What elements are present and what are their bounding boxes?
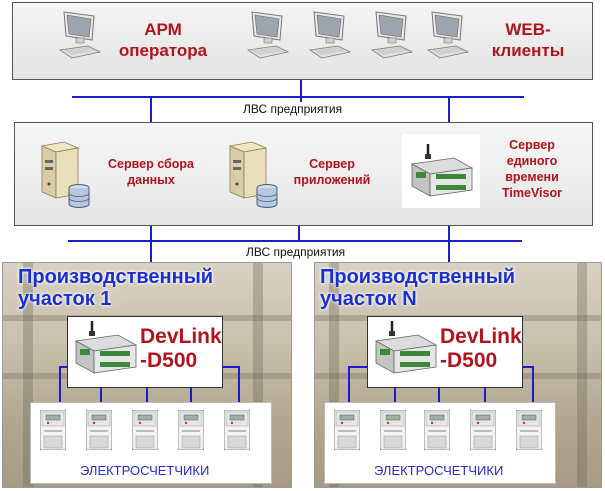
time-server-line3: времени — [505, 170, 559, 184]
controller-device-icon — [74, 321, 138, 375]
computer-icon — [247, 11, 289, 59]
gps-receiver-icon — [410, 144, 474, 198]
lan-connector — [150, 96, 152, 122]
devlink-1-line2: -D500 — [140, 349, 198, 372]
arm-label-line1: АРМ — [144, 20, 182, 39]
site-1-title-line1: Производственный — [18, 266, 214, 288]
data-server-line2: данных — [127, 173, 175, 187]
lan-label-1: ЛВС предприятия — [241, 102, 345, 116]
lan-bus-1 — [72, 96, 524, 98]
electricity-meter-icon — [470, 410, 496, 450]
meters-label-n: ЭЛЕКТРОСЧЕТЧИКИ — [374, 463, 504, 478]
electricity-meter-icon — [132, 410, 158, 450]
devlink-box-1: DevLink -D500 — [67, 316, 223, 388]
lan-connector — [298, 226, 300, 240]
servers-panel — [14, 122, 593, 226]
arm-operator-label: АРМ оператора — [108, 19, 218, 61]
wire — [484, 388, 486, 404]
site-n-title-line2: участок N — [320, 288, 417, 310]
timevisor-image — [402, 134, 480, 208]
lan-connector — [300, 80, 302, 96]
electricity-meter-icon — [424, 410, 450, 450]
site-1-title: Производственный участок 1 — [18, 266, 213, 310]
time-server-label: Сервер единого времени TimeVisor — [480, 137, 584, 201]
wire — [222, 366, 240, 368]
lan-label-2: ЛВС предприятия — [244, 245, 348, 259]
wire — [59, 366, 61, 404]
wire — [348, 366, 350, 404]
wire — [522, 366, 534, 368]
app-server-line1: Сервер — [309, 157, 355, 171]
wire — [146, 388, 148, 404]
devlink-1-label: DevLink -D500 — [140, 325, 222, 373]
electricity-meter-icon — [380, 410, 406, 450]
data-server-label: Сервер сбора данных — [96, 156, 206, 188]
arm-label-line2: оператора — [118, 41, 208, 60]
database-icon — [68, 184, 90, 208]
computer-icon — [371, 11, 413, 59]
meters-label-1: ЭЛЕКТРОСЧЕТЧИКИ — [80, 463, 210, 478]
electricity-meter-icon — [178, 410, 204, 450]
devlink-box-n: DevLink -D500 — [367, 316, 523, 388]
electricity-meter-icon — [224, 410, 250, 450]
wire — [394, 388, 396, 404]
lan-connector — [150, 226, 152, 240]
wire — [100, 388, 102, 404]
lan-connector — [300, 96, 302, 104]
site-n-title-line1: Производственный — [320, 266, 516, 288]
web-label-line2: клиенты — [491, 41, 565, 60]
electricity-meter-icon — [516, 410, 542, 450]
time-server-line2: единого — [506, 154, 558, 168]
app-server-label: Сервер приложений — [282, 156, 382, 188]
devlink-n-label: DevLink -D500 — [440, 325, 522, 373]
computer-icon — [59, 11, 101, 59]
data-server-line1: Сервер сбора — [108, 157, 194, 171]
wire — [190, 388, 192, 404]
site-n-title: Производственный участок N — [320, 266, 515, 310]
lan-connector — [448, 226, 450, 240]
computer-icon — [427, 11, 469, 59]
time-server-line1: Сервер — [509, 138, 555, 152]
lan-connector — [448, 96, 450, 122]
electricity-meter-icon — [40, 410, 66, 450]
workstations-panel — [12, 2, 593, 80]
wire — [348, 366, 368, 368]
wire — [532, 366, 534, 404]
devlink-1-line1: DevLink — [140, 325, 222, 348]
wire — [238, 366, 240, 404]
database-icon — [256, 184, 278, 208]
wire — [438, 388, 440, 404]
web-clients-label: WEB- клиенты — [478, 19, 578, 61]
devlink-n-line2: -D500 — [440, 349, 498, 372]
devlink-n-line1: DevLink — [440, 325, 522, 348]
computer-icon — [309, 11, 351, 59]
time-server-line4: TimeVisor — [502, 186, 562, 200]
controller-device-icon — [374, 321, 438, 375]
electricity-meter-icon — [86, 410, 112, 450]
wire — [59, 366, 68, 368]
site-1-title-line2: участок 1 — [18, 288, 112, 310]
app-server-line2: приложений — [293, 173, 371, 187]
lan-bus-2 — [68, 240, 522, 242]
web-label-line1: WEB- — [505, 20, 551, 39]
electricity-meter-icon — [334, 410, 360, 450]
